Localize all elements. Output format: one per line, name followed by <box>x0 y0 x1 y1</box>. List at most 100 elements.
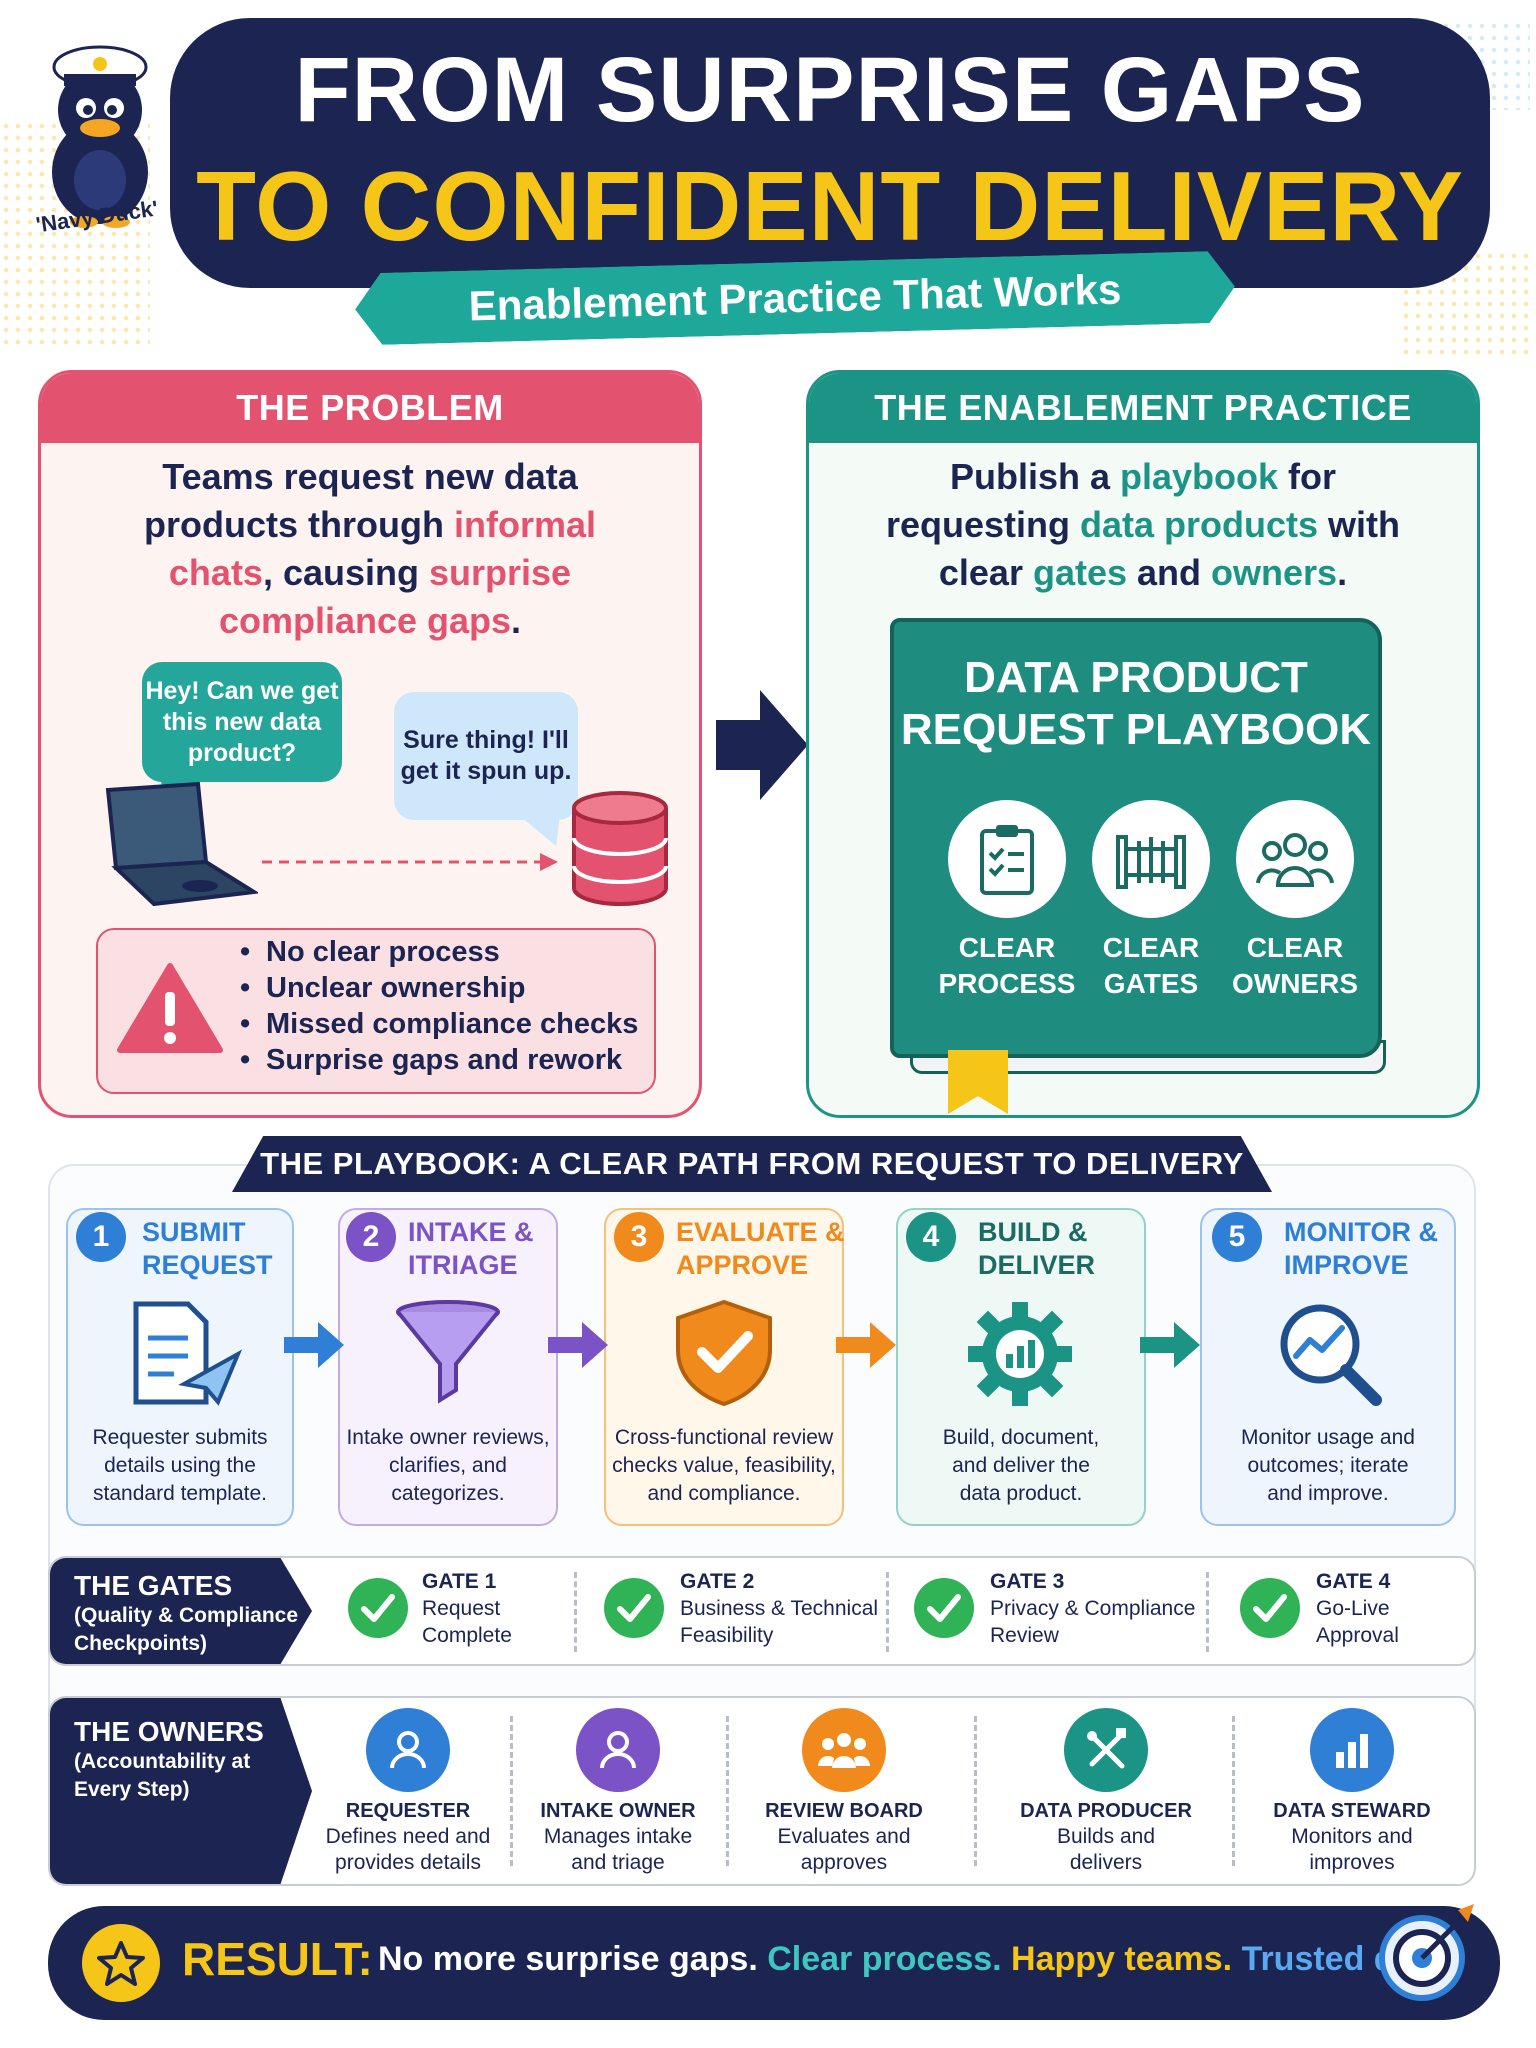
issue-item: No clear process <box>240 936 500 969</box>
step-number: 4 <box>906 1212 956 1262</box>
step-title-evaluate: EVALUATE &APPROVE <box>676 1216 845 1282</box>
problem-lead-highlight-1: informal chats <box>168 504 596 593</box>
divider <box>726 1716 729 1866</box>
gate-line: Feasibility <box>680 1624 774 1647</box>
practice-lead-highlight-4: owners <box>1211 552 1338 593</box>
practice-lead: Publish a playbook for requesting data p… <box>809 453 1477 597</box>
step-title-line: REQUEST <box>142 1250 273 1280</box>
gate-line: Privacy & Compliance <box>990 1597 1196 1620</box>
book-title: DATA PRODUCT REQUEST PLAYBOOK <box>890 652 1382 756</box>
owner-role: DATA PRODUCER <box>1020 1800 1192 1822</box>
chat-bubble-request: Hey! Can we get this new data product? <box>142 662 342 782</box>
desc-line: Requester submits <box>92 1426 268 1449</box>
gate-label: GATE 1 <box>422 1570 497 1593</box>
desc-line: and deliver the <box>952 1454 1090 1477</box>
owners-row-head: THE OWNERS (Accountability at Every Step… <box>50 1698 312 1884</box>
clipboard-checklist-icon <box>948 800 1066 918</box>
gate-line: Business & Technical <box>680 1597 879 1620</box>
star-icon <box>82 1924 160 2002</box>
step-title-line: INTAKE & <box>408 1217 534 1247</box>
step-title-line: SUBMIT <box>142 1217 246 1247</box>
divider <box>1232 1716 1235 1866</box>
book-title-line-2: REQUEST PLAYBOOK <box>900 705 1372 754</box>
practice-lead-period: . <box>1337 552 1348 593</box>
gate-label: GATE 3 <box>990 1570 1065 1593</box>
book-title-line-1: DATA PRODUCT <box>964 653 1308 702</box>
gate-label: GATE 4 <box>1316 1570 1391 1593</box>
owner-role: REVIEW BOARD <box>765 1800 923 1822</box>
flow-arrow-right-icon <box>836 1322 896 1368</box>
step-title-intake: INTAKE &ITRIAGE <box>408 1216 534 1282</box>
result-part-2: Clear process. <box>767 1940 1012 1978</box>
gates-sub: (Quality & Compliance <box>74 1604 299 1627</box>
issue-item: Surprise gaps and rework <box>240 1044 622 1077</box>
person-icon <box>366 1708 450 1792</box>
step-title-line: IMPROVE <box>1284 1250 1409 1280</box>
step-title-build: BUILD &DELIVER <box>978 1216 1095 1282</box>
desc-line: clarifies, and <box>389 1454 507 1477</box>
desc-line: Cross-functional review <box>614 1426 834 1449</box>
step-title-line: ITRIAGE <box>408 1250 518 1280</box>
desc-line: and compliance. <box>647 1482 801 1505</box>
problem-lead: Teams request new data products through … <box>41 453 699 645</box>
playbook-heading: THE PLAYBOOK: A CLEAR PATH FROM REQUEST … <box>232 1136 1272 1192</box>
divider <box>886 1572 889 1652</box>
target-icon <box>1379 1904 1474 2001</box>
result-banner <box>48 1906 1500 2020</box>
step-title-line: APPROVE <box>676 1250 809 1280</box>
check-icon <box>914 1578 974 1638</box>
owner-line: Evaluates and <box>777 1825 911 1848</box>
result-text: No more surprise gaps. Clear process. Ha… <box>378 1940 1453 1979</box>
practice-lead-text: Publish a <box>949 456 1120 497</box>
people-icon <box>1236 800 1354 918</box>
bar-chart-icon <box>1310 1708 1394 1792</box>
owners-sub: Every Step) <box>74 1778 190 1801</box>
gate-line: Review <box>990 1624 1059 1647</box>
practice-lead-text-2: for requesting <box>885 456 1337 545</box>
check-icon <box>1240 1578 1300 1638</box>
step-number: 3 <box>614 1212 664 1262</box>
desc-line: details using the <box>104 1454 256 1477</box>
laptop-icon <box>105 781 258 907</box>
duck-mascot-icon <box>52 45 148 228</box>
flow-arrow-right-icon <box>284 1322 344 1368</box>
gate-icon <box>1092 800 1210 918</box>
gate-line: Request <box>422 1597 501 1620</box>
title-line-2: TO CONFIDENT DELIVERY <box>196 151 1464 261</box>
pillar-line: CLEAR <box>958 932 1056 963</box>
problem-lead-period: . <box>511 600 522 641</box>
subtitle: Enablement Practice That Works <box>468 265 1122 330</box>
big-arrow-right-icon <box>716 690 808 800</box>
dashed-arrow <box>262 853 558 871</box>
bubble-tail-reply <box>520 816 560 846</box>
owner-line: delivers <box>1069 1851 1143 1874</box>
database-icon <box>572 791 668 906</box>
group-icon <box>802 1708 886 1792</box>
result-part-1: No more surprise gaps. <box>378 1940 768 1978</box>
gates-heading: THE GATES <box>74 1570 233 1601</box>
flow-arrow-right-icon <box>1140 1322 1200 1368</box>
gates-row-head: THE GATES (Quality & Compliance Checkpoi… <box>50 1558 312 1664</box>
shield-check-icon <box>676 1299 772 1407</box>
gates-sub: Checkpoints) <box>74 1632 208 1655</box>
practice-lead-highlight-1: playbook <box>1120 456 1279 497</box>
step-title-line: EVALUATE & <box>676 1217 845 1247</box>
owner-role: INTAKE OWNER <box>540 1800 696 1822</box>
owner-line: Monitors and <box>1291 1825 1413 1848</box>
pillar-line: GATES <box>1103 968 1199 999</box>
gate-line: Complete <box>422 1624 512 1647</box>
owner-line: provides details <box>335 1851 481 1874</box>
pillar-line: CLEAR <box>1246 932 1344 963</box>
owners-row: THE OWNERS (Accountability at Every Step… <box>48 1696 1476 1886</box>
step-title-monitor: MONITOR &IMPROVE <box>1284 1216 1438 1282</box>
warning-icon <box>117 963 223 1053</box>
owner-line: Defines need and <box>325 1825 491 1848</box>
step-number: 1 <box>76 1212 126 1262</box>
